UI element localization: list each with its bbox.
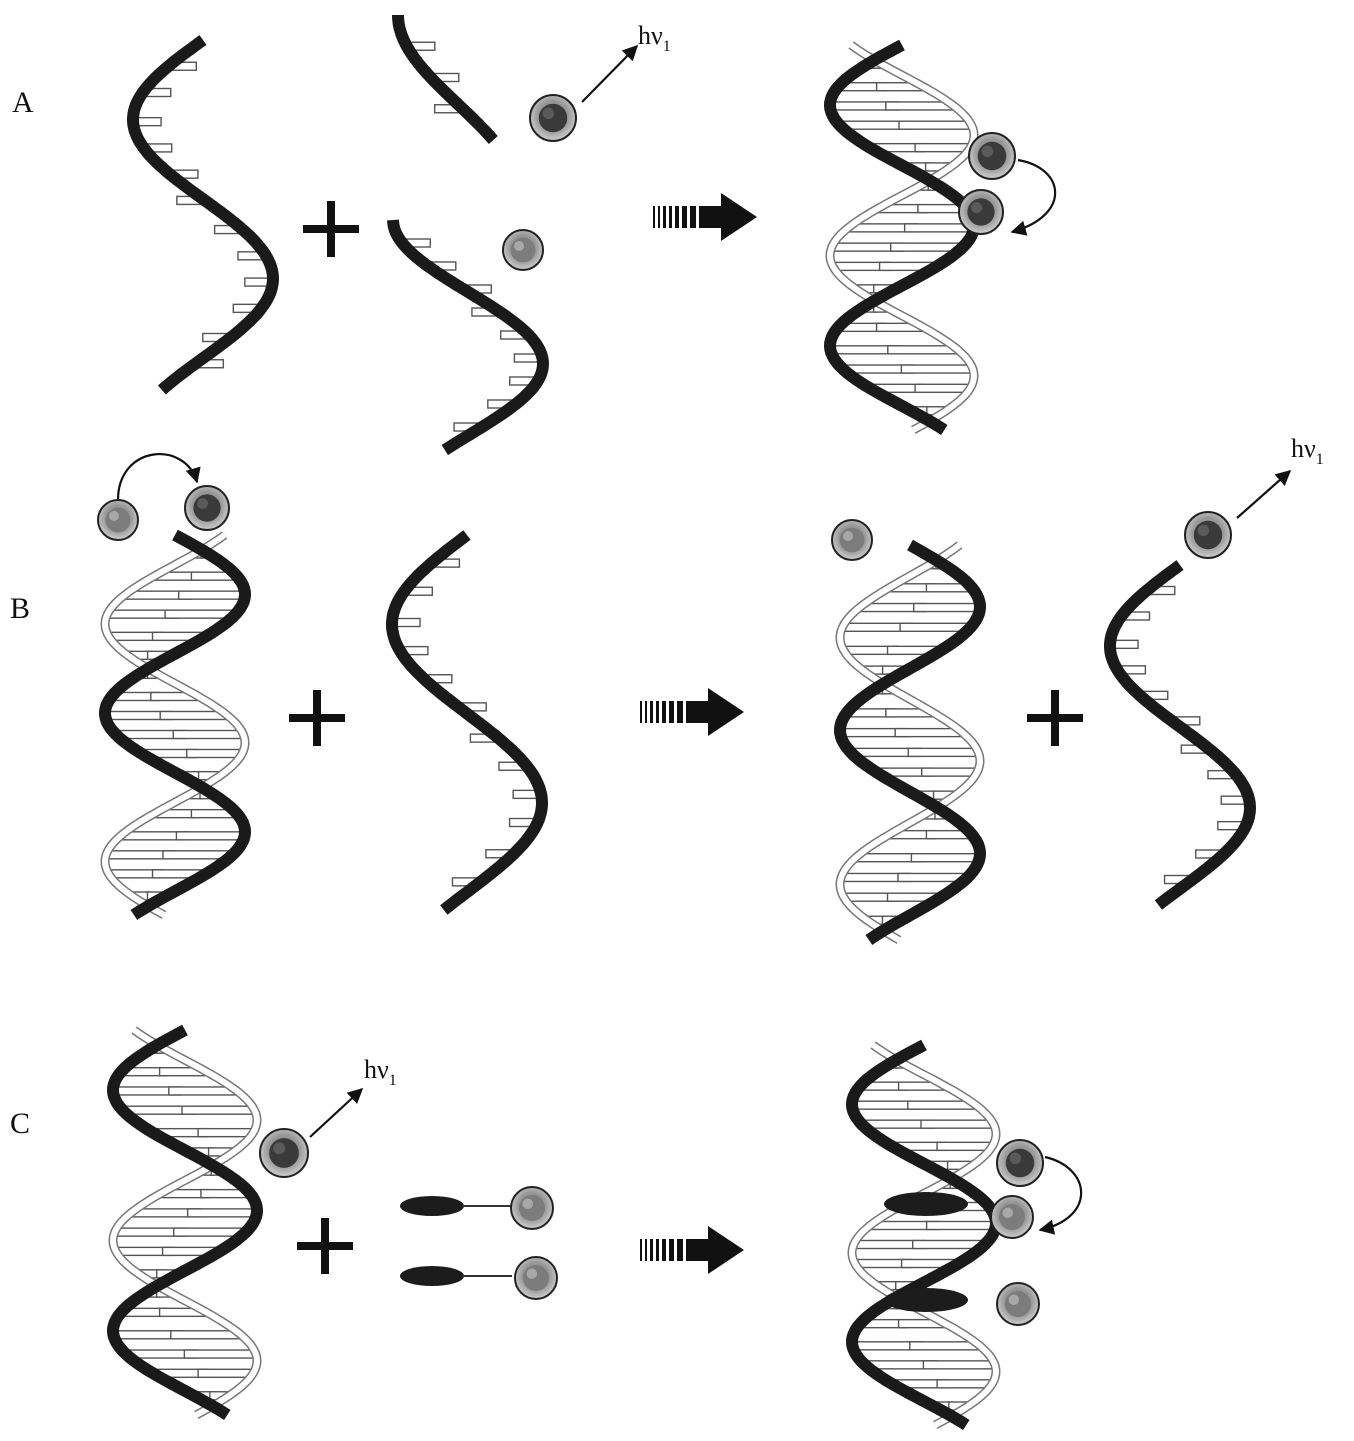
helix-b-product-duplex bbox=[833, 539, 987, 945]
emission-c: hν1 bbox=[309, 1055, 397, 1138]
helix-b-labeled-duplex bbox=[98, 529, 252, 920]
helix-c-duplex-base-pairs bbox=[112, 1044, 258, 1401]
donor-fluorophore-c-bound bbox=[996, 1139, 1044, 1187]
plus-sign-b2 bbox=[1027, 690, 1083, 746]
plus-sign-a bbox=[303, 201, 359, 257]
helix-a-target bbox=[126, 35, 280, 395]
helix-a-duplex-base-pairs bbox=[829, 59, 975, 416]
process-arrow-a bbox=[653, 193, 757, 241]
helix-b-target bbox=[386, 530, 549, 915]
helix-b-released-strand bbox=[1104, 560, 1257, 910]
panel-label-c: C bbox=[10, 1107, 30, 1140]
panel-label-a: A bbox=[12, 86, 34, 119]
helix-b-target-base-pairs bbox=[391, 558, 542, 887]
plus-sign-b1 bbox=[289, 690, 345, 746]
acceptor-fluorophore-a bbox=[502, 229, 544, 271]
donor-fluorophore-b bbox=[184, 485, 230, 531]
acceptor-fluorophore-a-bound bbox=[958, 189, 1004, 235]
bound-intercalator-1 bbox=[884, 1192, 968, 1216]
acceptor-fluorophore-c-probe-1 bbox=[510, 1186, 554, 1230]
helix-c-duplex bbox=[106, 1024, 264, 1421]
helix-b-released-strand-base-pairs bbox=[1109, 585, 1250, 885]
emission-label-b: hν1 bbox=[1291, 434, 1324, 468]
acceptor-fluorophore-c-bound-1 bbox=[990, 1195, 1034, 1239]
donor-fluorophore-a bbox=[529, 94, 577, 142]
helix-b-labeled-duplex-base-pairs bbox=[104, 549, 246, 901]
donor-fluorophore-a-bound bbox=[968, 132, 1016, 180]
emission-label-a: hν1 bbox=[638, 21, 671, 55]
helix-layer bbox=[98, 15, 1257, 1431]
helix-c-product bbox=[845, 1039, 1003, 1431]
quencher-b bbox=[97, 499, 139, 541]
acceptor-fluorophore-c-bound-2 bbox=[996, 1282, 1040, 1326]
intercalator-probe-1 bbox=[400, 1196, 512, 1216]
helix-b-product-duplex-base-pairs bbox=[839, 560, 981, 925]
transfer-arrow-c bbox=[1038, 1155, 1083, 1235]
process-arrow-c bbox=[640, 1226, 744, 1274]
transfer-arrow-a bbox=[1010, 158, 1057, 236]
plus-sign-c bbox=[297, 1218, 353, 1274]
quencher-b-product bbox=[831, 519, 873, 561]
helix-a-probe-donor bbox=[392, 15, 498, 145]
acceptor-fluorophore-c-probe-2 bbox=[514, 1256, 558, 1300]
emission-b: hν1 bbox=[1236, 434, 1324, 519]
transfer-arrow-b bbox=[116, 453, 201, 501]
emission-a: hν1 bbox=[581, 21, 671, 103]
helix-c-product-base-pairs bbox=[851, 1059, 997, 1411]
helix-a-duplex bbox=[823, 39, 981, 436]
intercalator-probe-2 bbox=[400, 1266, 512, 1286]
helix-a-probe-acceptor bbox=[387, 219, 550, 456]
bound-intercalator-2 bbox=[884, 1288, 968, 1312]
process-arrow-b bbox=[640, 688, 744, 736]
donor-fluorophore-c bbox=[259, 1128, 309, 1178]
panel-label-b: B bbox=[10, 592, 30, 625]
emission-label-c: hν1 bbox=[364, 1055, 397, 1089]
donor-fluorophore-b-released bbox=[1184, 511, 1232, 559]
